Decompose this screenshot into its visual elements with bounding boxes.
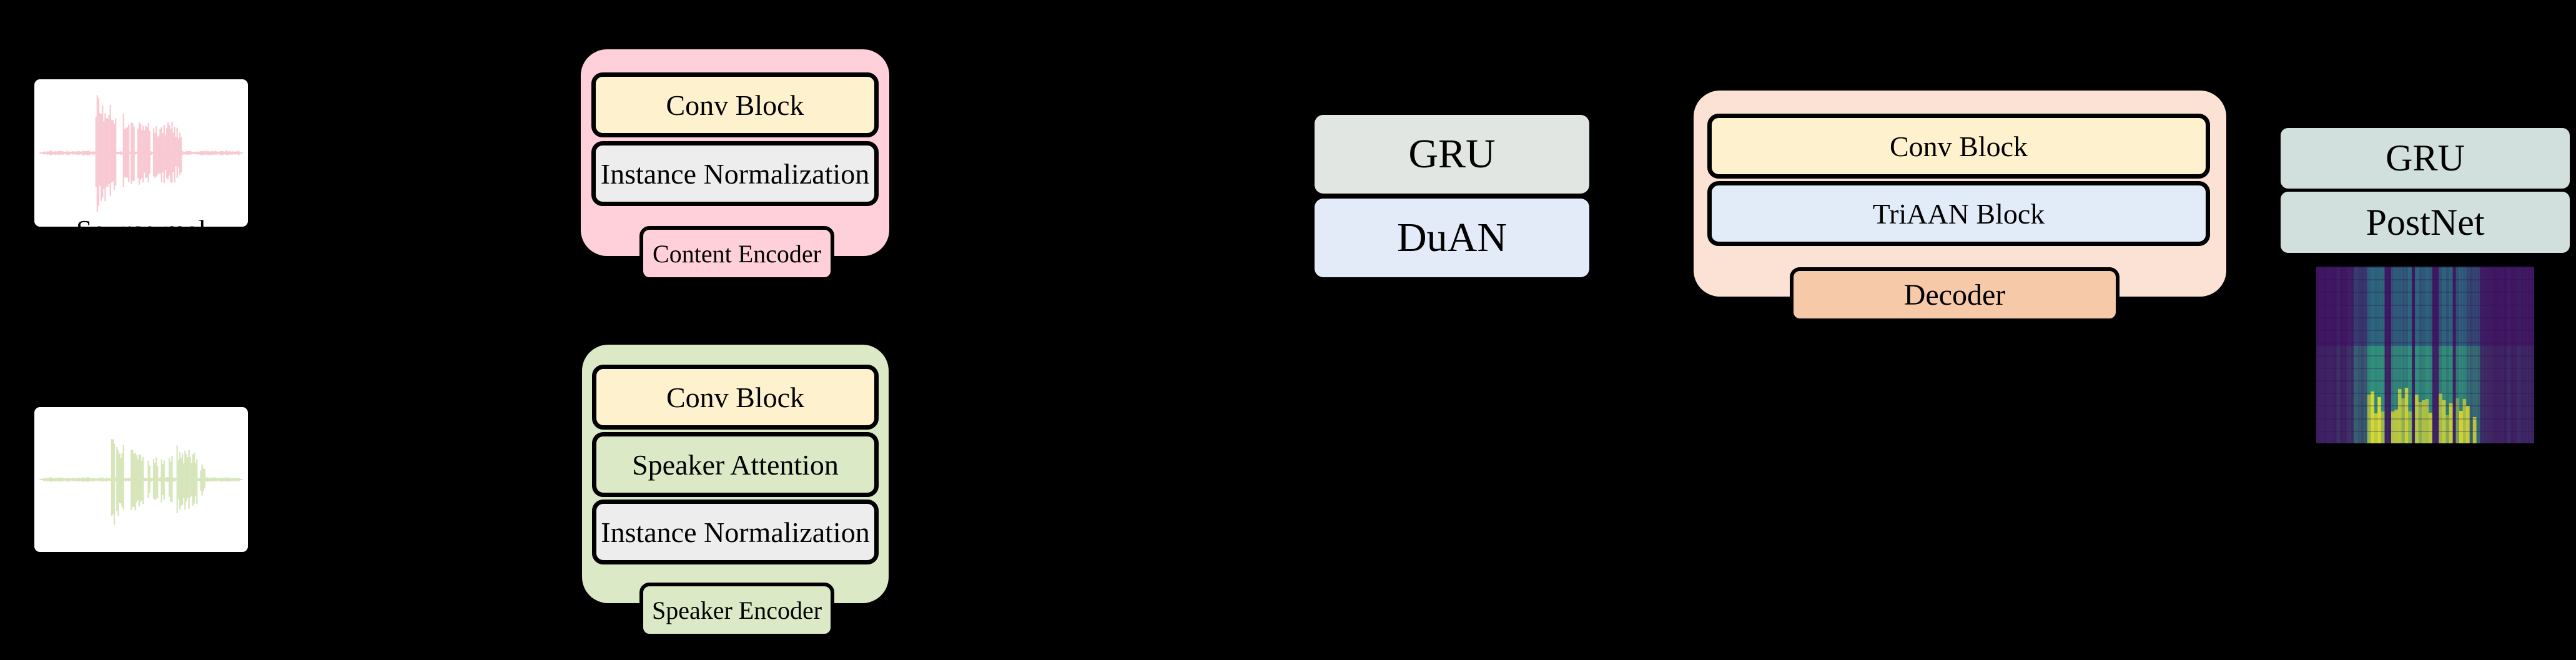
content-encoder-title: Content Encoder [653, 239, 821, 268]
decoder-triaan-block: TriAAN Block [1707, 181, 2210, 246]
decoder-title: Decoder [1903, 278, 2006, 312]
source-caption: Source mel [76, 214, 207, 246]
output-spectrogram [2316, 267, 2534, 443]
speaker-encoder-speaker-attention-label: Speaker Attention [632, 448, 839, 481]
speaker-encoder-tab: Speaker Encoder [639, 583, 834, 638]
content-encoder-instance-normalization: Instance Normalization [591, 141, 879, 206]
mel-spectrogram-image [2316, 267, 2534, 443]
output-gru-label: GRU [2386, 137, 2465, 179]
speaker-encoder-instance-normalization-label: Instance Normalization [601, 516, 870, 548]
speaker-encoder-title: Speaker Encoder [651, 596, 822, 624]
speaker-encoder-conv-block: Conv Block [592, 365, 879, 430]
bottleneck-gru-block: GRU [1315, 115, 1589, 194]
bottleneck-duan-label: DuAN [1397, 215, 1507, 260]
decoder-conv-block-label: Conv Block [1889, 130, 2028, 162]
content-encoder-conv-block-label: Conv Block [666, 89, 804, 121]
bottleneck-duan-block: DuAN [1315, 199, 1589, 277]
speaker-encoder-instance-normalization: Instance Normalization [592, 500, 879, 564]
content-encoder-tab: Content Encoder [639, 226, 834, 281]
target-waveform-card [34, 407, 248, 552]
content-encoder-conv-block: Conv Block [591, 72, 879, 137]
source-waveform-card [34, 79, 248, 227]
source-waveform-icon [39, 95, 243, 212]
speaker-encoder-conv-block-label: Conv Block [666, 381, 805, 413]
decoder-triaan-block-label: TriAAN Block [1872, 197, 2045, 230]
content-encoder-instance-normalization-label: Instance Normalization [600, 157, 870, 190]
output-postnet-block: PostNet [2281, 192, 2570, 253]
output-gru-block: GRU [2281, 128, 2570, 189]
bottleneck-gru-label: GRU [1408, 131, 1496, 177]
speaker-encoder-speaker-attention: Speaker Attention [592, 432, 879, 497]
decoder-conv-block: Conv Block [1707, 114, 2210, 179]
output-postnet-label: PostNet [2366, 201, 2485, 243]
decoder-tab: Decoder [1790, 267, 2120, 322]
target-waveform-icon [39, 438, 243, 525]
